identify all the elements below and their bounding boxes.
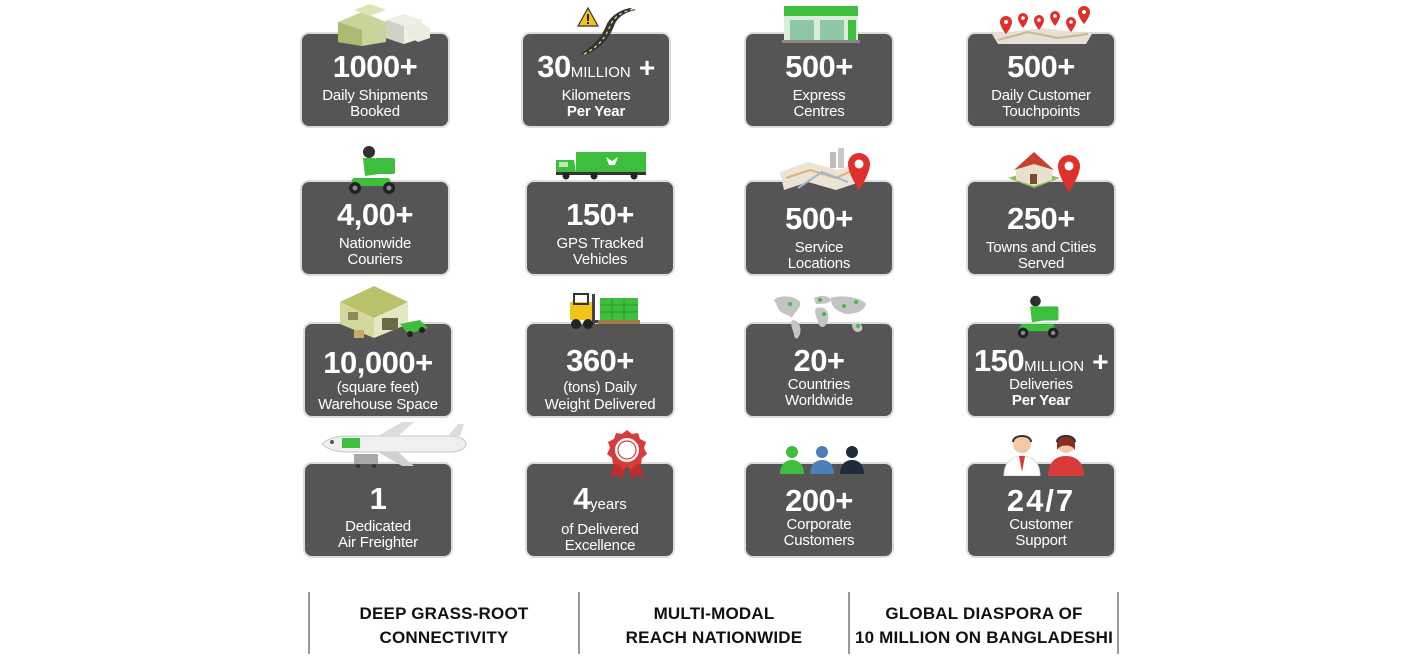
stat-value: 1000+	[332, 49, 418, 84]
stat-value: 4,00+	[337, 197, 413, 232]
stat-card-deliveries: 150MILLION + Deliveries Per Year	[966, 322, 1116, 418]
location-map-icon	[780, 148, 870, 190]
stat-card-towns-cities: 250+ Towns and Cities Served	[966, 180, 1116, 276]
stat-label-line2: Air Freighter	[338, 534, 418, 551]
world-map-icon	[774, 295, 866, 339]
stat-card-gps-vehicles: 150+ GPS Tracked Vehicles	[525, 180, 675, 276]
stat-label-line2: Customers	[783, 532, 855, 549]
stat-label-line1: Daily Customer	[991, 87, 1091, 104]
stat-label-line2: Worldwide	[785, 392, 853, 409]
pillar-global-diaspora: GLOBAL DIASPORA OF 10 MILLION ON BANGLAD…	[854, 604, 1114, 647]
stat-value: 24/7	[1006, 483, 1076, 518]
stat-label-line1: (square feet)	[336, 379, 420, 396]
stat-label-line1: of Delivered	[561, 521, 639, 538]
airplane-icon	[321, 422, 467, 468]
stat-label-line1: Nationwide	[338, 235, 412, 252]
stat-label-line2: Support	[1015, 532, 1067, 549]
stat-value: 30MILLION +	[537, 49, 655, 84]
stat-card-customer-support: 24/7 Customer Support	[966, 462, 1116, 558]
stat-label-line2: Weight Delivered	[544, 396, 656, 413]
stat-label-line2: Per Year	[1011, 392, 1071, 409]
pillar-multi-modal: MULTI-MODAL REACH NATIONWIDE	[625, 604, 803, 647]
stat-card-corporate-customers: 200+ Corporate Customers	[744, 462, 894, 558]
stat-value: 4years	[573, 481, 627, 516]
divider	[1117, 592, 1119, 654]
stat-value: 200+	[785, 483, 853, 518]
people-icon	[780, 446, 864, 474]
stat-value: 360+	[566, 343, 634, 378]
stat-card-express-centres: 500+ Express Centres	[744, 32, 894, 128]
road-icon	[576, 6, 636, 55]
stat-label-line1: Deliveries	[1009, 376, 1073, 393]
divider	[578, 592, 580, 654]
stat-label-line1: GPS Tracked	[556, 235, 644, 252]
stat-value: 1	[369, 481, 387, 516]
stat-value: 250+	[1007, 201, 1075, 236]
award-badge-icon	[607, 430, 647, 480]
stat-card-countries: 20+ Countries Worldwide	[744, 322, 894, 418]
warehouse-icon	[340, 286, 428, 338]
scooter-delivery-icon	[1017, 295, 1059, 339]
stat-value: 150MILLION +	[973, 343, 1109, 378]
stat-label-line1: (tons) Daily	[563, 379, 637, 396]
stat-card-service-locations: 500+ Service Locations	[744, 180, 894, 276]
stat-value: 10,000+	[323, 345, 433, 380]
stat-label-line2: Couriers	[347, 251, 403, 268]
support-agents-icon	[1003, 435, 1084, 476]
stat-label-line1: Corporate	[786, 516, 852, 533]
house-pin-icon	[1008, 152, 1080, 192]
stat-card-warehouse-space: 10,000+ (square feet) Warehouse Space	[303, 322, 453, 418]
stat-label-line1: Kilometers	[561, 87, 631, 104]
stat-card-daily-shipments: 1000+ Daily Shipments Booked	[300, 32, 450, 128]
divider	[848, 592, 850, 654]
stat-label-line2: Excellence	[564, 537, 636, 554]
stat-card-air-freighter: 1 Dedicated Air Freighter	[303, 462, 453, 558]
divider	[308, 592, 310, 654]
stat-value: 500+	[785, 201, 853, 236]
stat-label-line2: Served	[1017, 255, 1065, 272]
stat-label-line2: Centres	[793, 103, 845, 120]
stat-label-line1: Dedicated	[345, 518, 411, 535]
stat-label-line1: Countries	[787, 376, 851, 393]
scooter-courier-icon	[349, 146, 395, 194]
stat-label-line1: Daily Shipments	[322, 87, 428, 104]
stat-label-line1: Towns and Cities	[985, 239, 1097, 256]
stat-value: 500+	[1007, 49, 1075, 84]
truck-icon	[556, 152, 646, 180]
stat-value: 500+	[785, 49, 853, 84]
pillars-row: DEEP GRASS-ROOT CONNECTIVITY MULTI-MODAL…	[0, 592, 1420, 654]
stat-card-couriers: 4,00+ Nationwide Couriers	[300, 180, 450, 276]
pillar-grass-root: DEEP GRASS-ROOT CONNECTIVITY	[359, 604, 529, 647]
stat-label-line2: Touchpoints	[1002, 103, 1080, 120]
stat-label-line2: Per Year	[566, 103, 626, 120]
stat-label-line1: Express	[792, 87, 846, 104]
stat-card-customer-touchpoints: 500+ Daily Customer Touchpoints	[966, 32, 1116, 128]
forklift-icon	[570, 293, 640, 329]
stat-value: 150+	[566, 197, 634, 232]
map-pins-icon	[992, 6, 1092, 44]
stat-label-line1: Customer	[1009, 516, 1073, 533]
stat-label-line2: Locations	[787, 255, 851, 272]
stat-label-line2: Vehicles	[572, 251, 628, 268]
stat-label-line2: Booked	[350, 103, 400, 120]
express-centre-icon	[782, 6, 860, 43]
stat-value: 20+	[793, 343, 845, 378]
boxes-icon	[338, 4, 430, 46]
stat-card-years-excellence: 4years of Delivered Excellence	[525, 462, 675, 558]
stat-label-line1: Service	[794, 239, 844, 256]
stat-card-weight-delivered: 360+ (tons) Daily Weight Delivered	[525, 322, 675, 418]
stat-label-line2: Warehouse Space	[318, 396, 438, 413]
